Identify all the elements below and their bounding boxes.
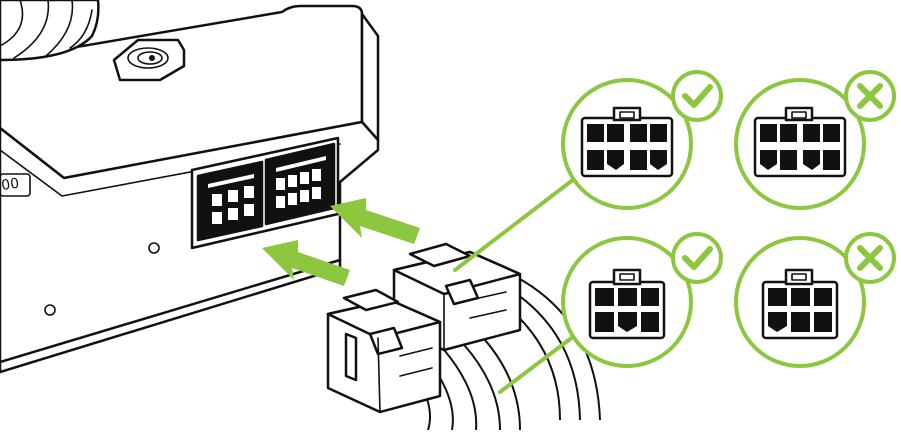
callout-8pin-incorrect — [734, 70, 896, 210]
check-mark-icon — [671, 232, 723, 284]
screw-hole-lower — [44, 304, 56, 316]
connector-6pin-face — [588, 268, 666, 340]
callout-6pin-incorrect — [734, 232, 896, 368]
insert-arrow-upper — [330, 198, 420, 244]
connector-6pin-face — [761, 268, 839, 340]
gpu-bottom-edge — [0, 258, 342, 374]
x-mark-icon — [844, 232, 896, 284]
callout-8pin-correct — [561, 70, 723, 210]
connector-8pin-face — [753, 106, 847, 178]
screw-hole-upper — [148, 242, 160, 254]
gpu-card: 00 — [0, 0, 380, 374]
cable-plug-6pin — [326, 288, 442, 414]
gpu-power-socket — [190, 136, 340, 250]
nvidia-eye-logo-icon — [112, 38, 186, 82]
connector-8pin-face — [580, 106, 674, 178]
leader-8pin — [453, 174, 580, 272]
gpu-label-fragment: 00 — [0, 176, 20, 194]
gpu-side-face — [360, 12, 380, 142]
gpu-label-box — [0, 173, 31, 197]
insert-arrow-lower — [262, 240, 350, 286]
x-mark-icon — [844, 70, 896, 122]
leader-6pin — [498, 328, 584, 394]
fan-icon — [0, 0, 100, 62]
check-mark-icon — [671, 70, 723, 122]
callout-6pin-correct — [561, 232, 723, 368]
callout-leaders — [453, 174, 584, 394]
